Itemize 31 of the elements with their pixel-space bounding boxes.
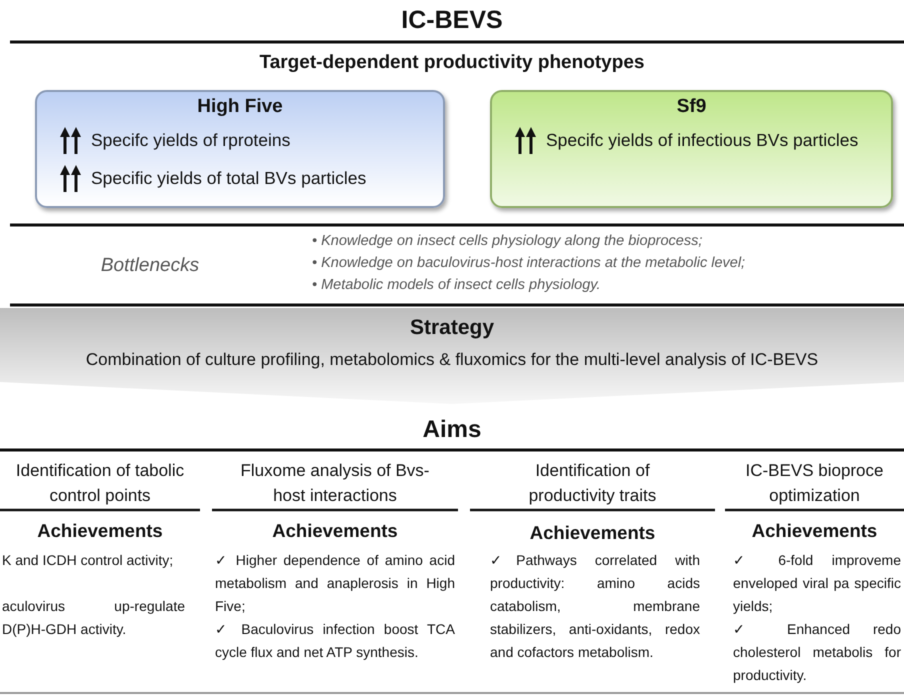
achievement-text: aculovirus up-regulate D(P)H-GDH activity. <box>2 597 185 639</box>
column-heading: Identification of productivity traits <box>528 460 658 507</box>
subheading: Achievements <box>528 522 656 544</box>
section-heading: Aims <box>422 415 482 444</box>
column-heading: Fluxome analysis of Bvs-host interactions <box>240 460 430 507</box>
achievement-text: ✓ Higher dependence of amino acid metabolism and anaplerosis in High Five; <box>215 551 455 616</box>
achievement-text: ✓ Enhanced redo cholesterol metabolis for productivity. <box>733 620 901 685</box>
cell-line-card <box>35 90 445 208</box>
subheading: Achievements <box>36 520 164 542</box>
subtitle: Target-dependent productivity phenotypes <box>258 51 646 74</box>
strategy-text: Combination of culture profiling, metabolomics & fluxomics for the multi-level analysis of IC-BEVS <box>84 350 820 370</box>
title: IC-BEVS <box>400 6 504 35</box>
yield-text: Specifc yields of infectious BVs particles <box>546 130 858 150</box>
yield-text: Specific yields of total BVs particles <box>91 168 366 188</box>
bullet-text: • Knowledge on insect cells physiology along the bioprocess; <box>312 233 704 250</box>
section-label: Bottlenecks <box>100 254 200 277</box>
yield-text: Specifc yields of rproteins <box>91 130 290 150</box>
bullet-text: • Metabolic models of insect cells physiology. <box>312 277 602 294</box>
achievement-text: K and ICDH control activity; <box>2 551 174 570</box>
cell-line-card <box>490 90 893 208</box>
subheading: Achievements <box>271 520 399 542</box>
card-heading: Sf9 <box>676 96 708 118</box>
column-heading: IC-BEVS bioproce optimization <box>744 460 884 507</box>
card-heading: High Five <box>196 96 284 118</box>
subheading: Achievements <box>750 520 878 542</box>
bullet-text: • Knowledge on baculovirus-host interactions at the metabolic level; <box>312 255 746 272</box>
strategy-banner <box>0 308 904 404</box>
column-heading: Identification of tabolic control points <box>14 460 186 507</box>
banner-heading: Strategy <box>408 316 496 340</box>
achievement-text: ✓ 6-fold improveme enveloped viral pa specific yields; <box>733 551 901 616</box>
achievement-text: ✓ Baculovirus infection boost TCA cycle flux and net ATP synthesis. <box>215 620 455 662</box>
